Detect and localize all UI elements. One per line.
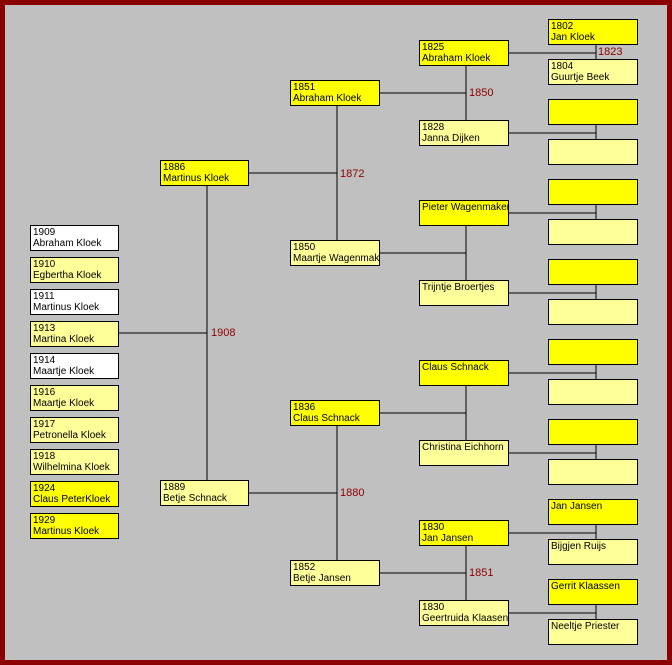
person-box[interactable]: Christina Eichhorn xyxy=(419,440,509,466)
child-name: Claus PeterKloek xyxy=(33,494,111,505)
person-year: 1851 xyxy=(293,82,316,93)
person-box[interactable]: Neeltje Priester xyxy=(548,619,638,645)
empty-person-box[interactable] xyxy=(548,299,638,325)
empty-person-box[interactable] xyxy=(548,459,638,485)
person-box[interactable]: Pieter Wagenmaker xyxy=(419,200,509,226)
child-year: 1916 xyxy=(33,387,56,398)
person-year: 1804 xyxy=(551,61,574,72)
person-year: 1836 xyxy=(293,402,316,413)
empty-person-box[interactable] xyxy=(548,379,638,405)
marriage-year-label: 1908 xyxy=(210,327,237,339)
child-year: 1929 xyxy=(33,515,56,526)
person-year: 1886 xyxy=(163,162,186,173)
person-name: Trijntje Broertjes xyxy=(422,282,495,293)
person-name: Betje Jansen xyxy=(293,573,351,584)
person-name: Jan Jansen xyxy=(422,533,474,544)
person-name: Jan Jansen xyxy=(551,501,603,512)
empty-person-box[interactable] xyxy=(548,339,638,365)
person-name: Neeltje Priester xyxy=(551,621,620,632)
person-name: Christina Eichhorn xyxy=(422,442,504,453)
child-name: Martina Kloek xyxy=(33,334,95,345)
child-name: Wilhelmina Kloek xyxy=(33,462,110,473)
child-year: 1913 xyxy=(33,323,56,334)
marriage-year-label: 1850 xyxy=(468,87,495,99)
person-name: Pieter Wagenmaker xyxy=(422,202,509,213)
person-name: Abraham Kloek xyxy=(422,53,491,64)
person-box[interactable]: Bijgjen Ruijs xyxy=(548,539,638,565)
person-year: 1889 xyxy=(163,482,186,493)
child-year: 1918 xyxy=(33,451,56,462)
marriage-year-label: 1880 xyxy=(339,487,366,499)
child-name: Maartje Kloek xyxy=(33,398,95,409)
person-box[interactable]: Jan Jansen xyxy=(548,499,638,525)
person-name: Abraham Kloek xyxy=(293,93,362,104)
person-name: Geertruida Klaasen xyxy=(422,613,509,624)
person-year: 1828 xyxy=(422,122,445,133)
marriage-year-label: 1872 xyxy=(339,168,366,180)
empty-person-box[interactable] xyxy=(548,419,638,445)
child-name: Maartje Kloek xyxy=(33,366,95,377)
person-year: 1830 xyxy=(422,602,445,613)
person-name: Claus Schnack xyxy=(293,413,360,424)
person-name: Maartje Wagenmaker xyxy=(293,253,380,264)
person-name: Betje Schnack xyxy=(163,493,227,504)
child-year: 1917 xyxy=(33,419,56,430)
empty-person-box[interactable] xyxy=(548,259,638,285)
child-year: 1909 xyxy=(33,227,56,238)
empty-person-box[interactable] xyxy=(548,179,638,205)
person-name: Janna Dijken xyxy=(422,133,480,144)
person-year: 1830 xyxy=(422,522,445,533)
child-name: Martinus Kloek xyxy=(33,526,100,537)
child-year: 1924 xyxy=(33,483,56,494)
person-box[interactable]: Claus Schnack xyxy=(419,360,509,386)
child-name: Abraham Kloek xyxy=(33,238,102,249)
child-year: 1911 xyxy=(33,291,55,302)
person-year: 1825 xyxy=(422,42,445,53)
person-box[interactable]: Trijntje Broertjes xyxy=(419,280,509,306)
person-year: 1852 xyxy=(293,562,316,573)
person-name: Guurtje Beek xyxy=(551,72,610,83)
person-name: Martinus Kloek xyxy=(163,173,230,184)
child-year: 1914 xyxy=(33,355,56,366)
empty-person-box[interactable] xyxy=(548,219,638,245)
person-year: 1802 xyxy=(551,21,574,32)
person-name: Jan Kloek xyxy=(551,32,595,43)
empty-person-box[interactable] xyxy=(548,139,638,165)
child-year: 1910 xyxy=(33,259,56,270)
person-year: 1850 xyxy=(293,242,316,253)
child-name: Petronella Kloek xyxy=(33,430,106,441)
person-box[interactable]: Gerrit Klaassen xyxy=(548,579,638,605)
person-name: Gerrit Klaassen xyxy=(551,581,620,592)
child-name: Egbertha Kloek xyxy=(33,270,102,281)
marriage-year-label: 1851 xyxy=(468,567,495,579)
empty-person-box[interactable] xyxy=(548,99,638,125)
person-name: Claus Schnack xyxy=(422,362,489,373)
person-name: Bijgjen Ruijs xyxy=(551,541,607,552)
child-name: Martinus Kloek xyxy=(33,302,100,313)
marriage-year-label: 1823 xyxy=(597,46,624,58)
